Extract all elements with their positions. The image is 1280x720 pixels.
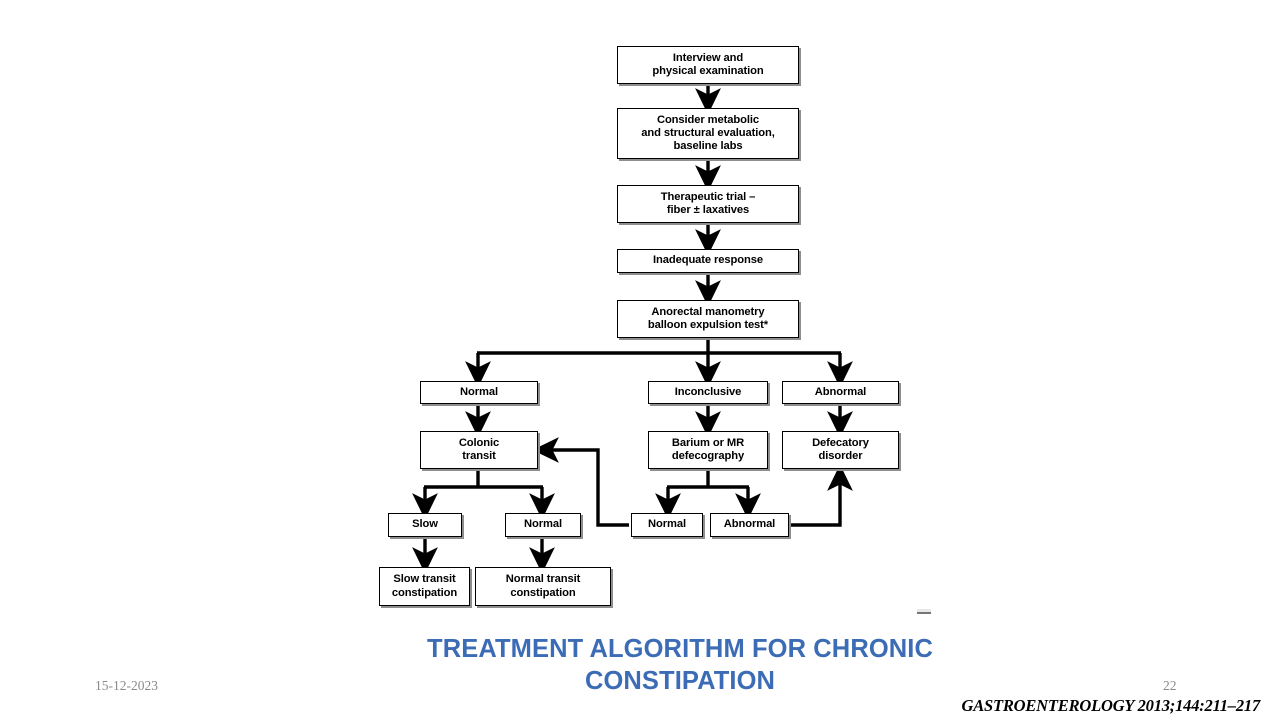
slide-page-number: 22	[1163, 678, 1177, 693]
node-slow-transit-constipation[interactable]: Slow transit constipation	[379, 567, 470, 606]
node-therapeutic-trial[interactable]: Therapeutic trial – fiber ± laxatives	[617, 185, 799, 223]
node-manometry-abnormal[interactable]: Abnormal	[782, 381, 899, 404]
node-barium-or-mr-defecography[interactable]: Barium or MR defecography	[648, 431, 768, 469]
node-defecography-normal[interactable]: Normal	[631, 513, 703, 537]
node-manometry-normal[interactable]: Normal	[420, 381, 538, 404]
node-transit-slow[interactable]: Slow	[388, 513, 462, 537]
node-defecatory-disorder[interactable]: Defecatory disorder	[782, 431, 899, 469]
edge-abnormal-defec-to-defecatory-feedback	[791, 464, 853, 527]
page-title-line1: TREATMENT ALGORITHM FOR CHRONIC	[427, 635, 933, 663]
node-consider-metabolic[interactable]: Consider metabolic and structural evalua…	[617, 108, 799, 159]
node-manometry-inconclusive[interactable]: Inconclusive	[648, 381, 768, 404]
node-normal-transit-constipation[interactable]: Normal transit constipation	[475, 567, 611, 606]
flowchart-connectors	[412, 85, 853, 574]
slide-date: 15-12-2023	[95, 678, 158, 693]
node-inadequate-response[interactable]: Inadequate response	[617, 249, 799, 273]
node-anorectal-manometry[interactable]: Anorectal manometry balloon expulsion te…	[617, 300, 799, 338]
edge-normal-defec-to-colonic-feedback	[532, 437, 629, 527]
node-interview[interactable]: Interview and physical examination	[617, 46, 799, 84]
treatment-algorithm-flowchart: Interview and physical examination Consi…	[379, 46, 899, 606]
node-defecography-abnormal[interactable]: Abnormal	[710, 513, 789, 537]
scan-artifact-mark	[917, 609, 931, 614]
node-transit-normal[interactable]: Normal	[505, 513, 581, 537]
node-colonic-transit[interactable]: Colonic transit	[420, 431, 538, 469]
page-title: TREATMENT ALGORITHM FOR CHRONIC CONSTIPA…	[300, 634, 1060, 697]
source-citation: GASTROENTEROLOGY 2013;144:211–217	[961, 696, 1260, 715]
page-title-line2: CONSTIPATION	[584, 666, 776, 695]
